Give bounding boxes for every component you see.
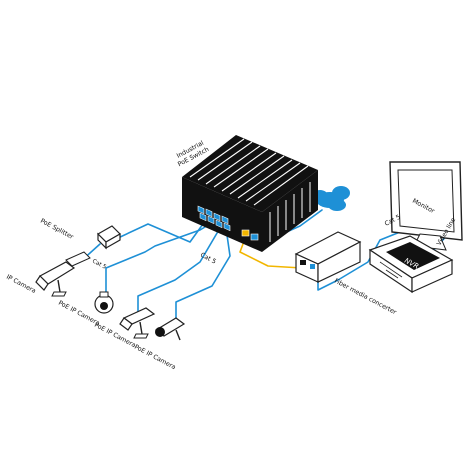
poe-splitter[interactable] (97, 225, 121, 250)
switch-ethernet-ports[interactable] (197, 205, 231, 232)
nvr-device[interactable] (368, 235, 454, 294)
switch-fiber-ports[interactable] (241, 229, 259, 241)
ip-camera-icon[interactable] (119, 307, 156, 339)
switch-heat-fins (189, 138, 309, 206)
fiber-media-converter[interactable] (294, 231, 362, 283)
cable-bullet-switch (175, 227, 231, 327)
label-cat5-center: Cat 5 (199, 252, 217, 266)
dome-camera-icon[interactable] (94, 291, 114, 314)
cable-splitter-switch (117, 223, 204, 243)
label-fiber-media-converter: Fiber media concerter (333, 278, 398, 317)
nvr-front-slots (379, 261, 403, 279)
switch-side-ribs (269, 182, 311, 242)
label-poe-splitter: PoE Splitter (39, 218, 75, 241)
cable-dome-switch (105, 223, 211, 293)
label-cat5-splitter: Cat 5 (91, 258, 107, 270)
ip-camera-icon[interactable] (35, 251, 91, 297)
cable-ptz-switch (137, 227, 221, 319)
industrial-poe-switch[interactable] (182, 135, 318, 252)
label-poe-ip-camera-1: PoE IP Camera (57, 300, 101, 328)
cable-converter-nvr (317, 227, 411, 291)
bullet-camera-icon[interactable] (154, 317, 186, 341)
label-ip-camera: IP Camera (5, 274, 37, 295)
monitor-icon (389, 161, 463, 251)
label-poe-ip-camera-3: PoE IP Camera (133, 344, 177, 372)
